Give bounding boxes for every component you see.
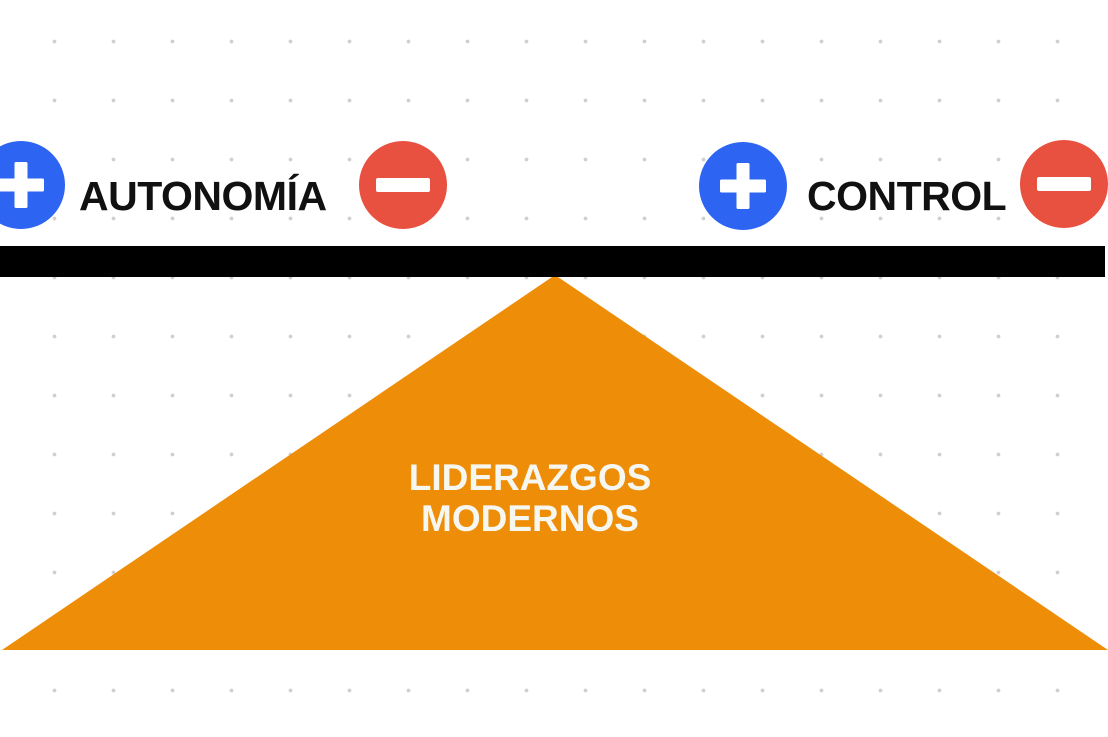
right-label-control: CONTROL xyxy=(807,173,1007,219)
right-minus-circle-icon xyxy=(1020,140,1108,228)
right-plus-circle-icon xyxy=(699,142,787,230)
left-minus-circle-icon xyxy=(359,141,447,229)
fulcrum-label: LIDERAZGOS MODERNOS xyxy=(330,457,730,539)
fulcrum-label-line-1: LIDERAZGOS xyxy=(408,457,652,498)
left-plus-circle-icon xyxy=(0,141,65,229)
left-label-autonomia: AUTONOMÍA xyxy=(79,173,327,219)
fulcrum-label-line-2: MODERNOS xyxy=(421,497,639,539)
balance-beam xyxy=(0,246,1105,277)
